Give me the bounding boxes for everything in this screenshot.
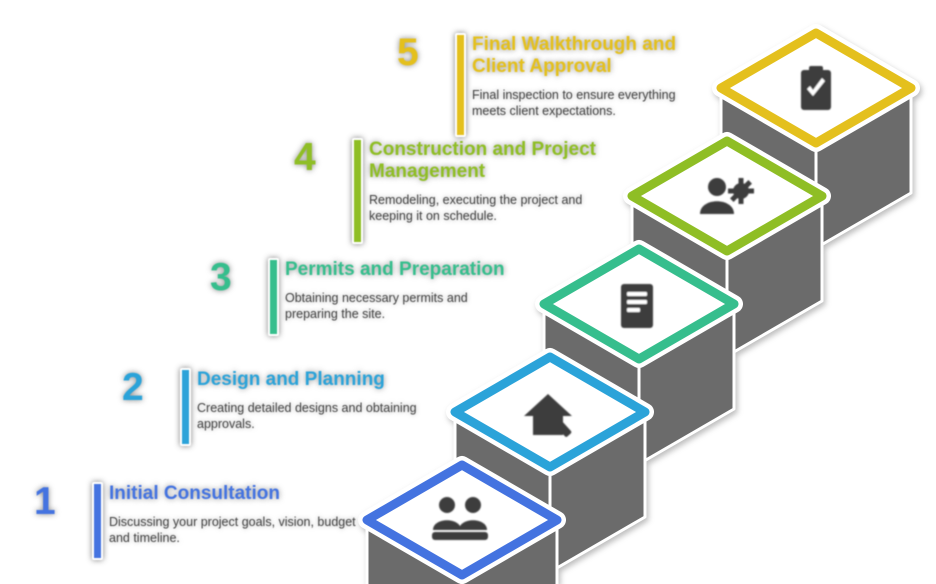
step-1-block [358, 456, 566, 584]
step-3-description: Obtaining necessary permits and preparin… [285, 291, 468, 321]
approval-checklist-icon [801, 66, 831, 110]
step-3-accent-bar [268, 258, 279, 336]
step-1-accent-bar [92, 482, 103, 560]
consultation-people-icon [432, 497, 488, 540]
step-2-description: Creating detailed designs and obtaining … [197, 401, 417, 431]
step-4-accent-bar [352, 138, 363, 244]
permit-document-icon [621, 284, 653, 328]
step-3-number: 3 [210, 256, 232, 299]
step-4-number: 4 [294, 136, 316, 179]
step-4-title: Construction and Project Management [369, 139, 596, 182]
step-5-description: Final inspection to ensure everything me… [472, 88, 676, 118]
design-blueprint-icon [524, 394, 572, 437]
step-5-accent-bar [455, 33, 466, 137]
step-1-description: Discussing your project goals, vision, b… [109, 515, 356, 545]
construction-worker-icon [700, 178, 754, 214]
step-4-description: Remodeling, executing the project and ke… [369, 193, 583, 223]
step-2-number: 2 [122, 366, 144, 409]
step-3-title: Permits and Preparation [285, 259, 505, 280]
step-5-number: 5 [397, 31, 419, 74]
step-1-title: Initial Consultation [109, 483, 280, 504]
step-2-accent-bar [180, 368, 191, 446]
step-5-title: Final Walkthrough and Client Approval [472, 34, 677, 77]
step-1-number: 1 [34, 480, 56, 523]
step-2-title: Design and Planning [197, 369, 385, 390]
